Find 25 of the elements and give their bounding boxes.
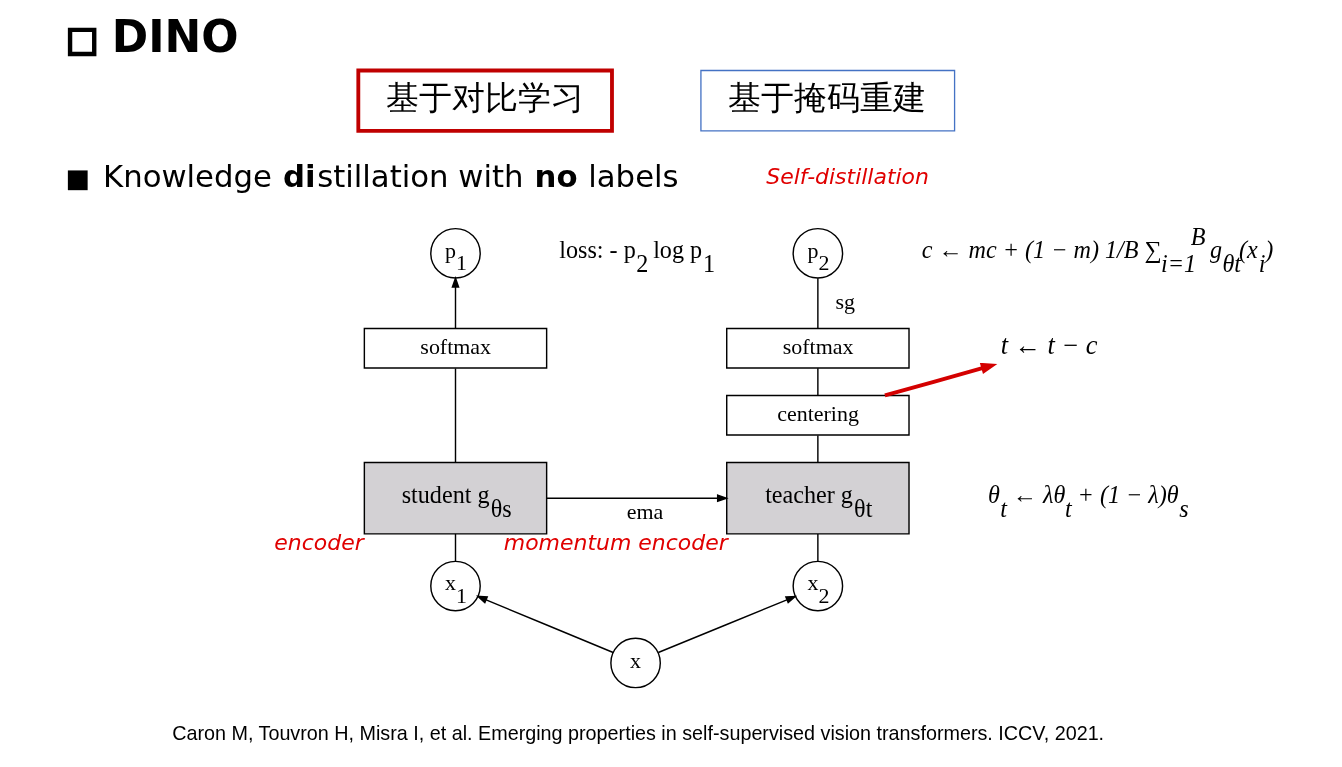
connector [817, 434, 819, 463]
connector [817, 367, 819, 396]
connector [454, 367, 457, 463]
node-box: centering [726, 394, 910, 436]
arrow [451, 275, 460, 329]
node-box: softmax [363, 327, 548, 369]
node-box: softmax [726, 327, 910, 369]
arrow [884, 362, 998, 397]
edge-label: sg [835, 288, 855, 314]
connector [817, 532, 819, 562]
connector [454, 532, 457, 562]
label: Knowledge distillation with no labels [103, 157, 679, 194]
node-box: 基于掩码重建 [700, 69, 956, 132]
edge-label: ema [626, 498, 664, 524]
diagram-title: DINO [111, 10, 239, 62]
node-text: t ← t − c [1000, 330, 1098, 360]
arrow [475, 595, 614, 653]
arrow [657, 595, 798, 653]
node-label: encoder [274, 529, 364, 555]
caption: Caron M, Touvron H, Misra I, et al. Emerging properties in self-supervised vision transformers. ICCV, 2021. [172, 721, 1105, 744]
label: Self-distillation [766, 163, 929, 189]
arrow [546, 493, 729, 502]
node-box: 基于对比学习 [356, 68, 614, 133]
connector [817, 276, 819, 329]
node-circle: x [610, 637, 661, 688]
